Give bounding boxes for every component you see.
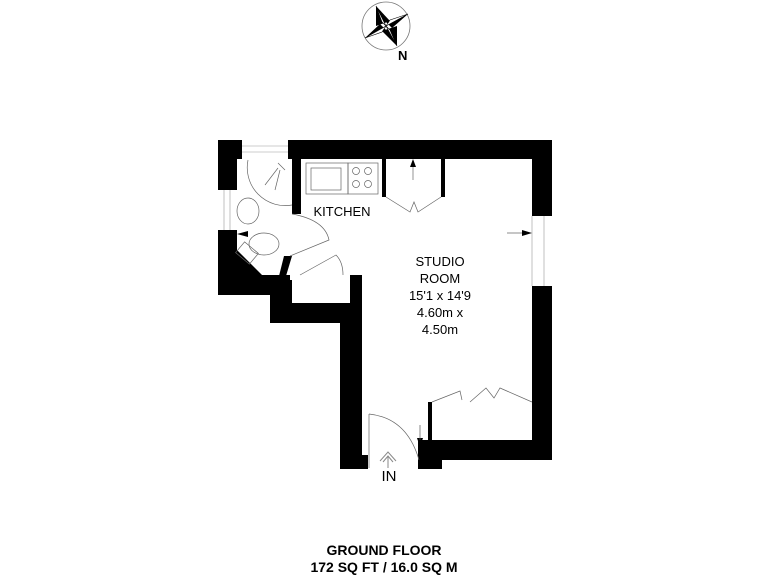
compass-rose-icon <box>361 1 411 51</box>
north-label: N <box>398 48 408 63</box>
studio-name-line1: STUDIO <box>415 254 465 269</box>
floor-name: GROUND FLOOR <box>326 542 442 558</box>
floor-area: 172 SQ FT / 16.0 SQ M <box>310 559 458 575</box>
studio-name-line2: ROOM <box>419 271 461 286</box>
studio-dimensions-imperial: 15'1 x 14'9 <box>408 288 472 303</box>
entrance-label: IN <box>381 468 397 485</box>
arrow-markers <box>237 159 532 447</box>
studio-dimensions-metric: 4.60m x 4.50m <box>416 305 464 337</box>
floor-summary: GROUND FLOOR 172 SQ FT / 16.0 SQ M <box>284 542 484 576</box>
walls <box>218 140 552 469</box>
kitchen-label: KITCHEN <box>313 204 371 219</box>
entrance-arrow-icon <box>379 451 397 468</box>
studio-room-label: STUDIO ROOM 15'1 x 14'9 4.60m x 4.50m <box>398 253 482 338</box>
